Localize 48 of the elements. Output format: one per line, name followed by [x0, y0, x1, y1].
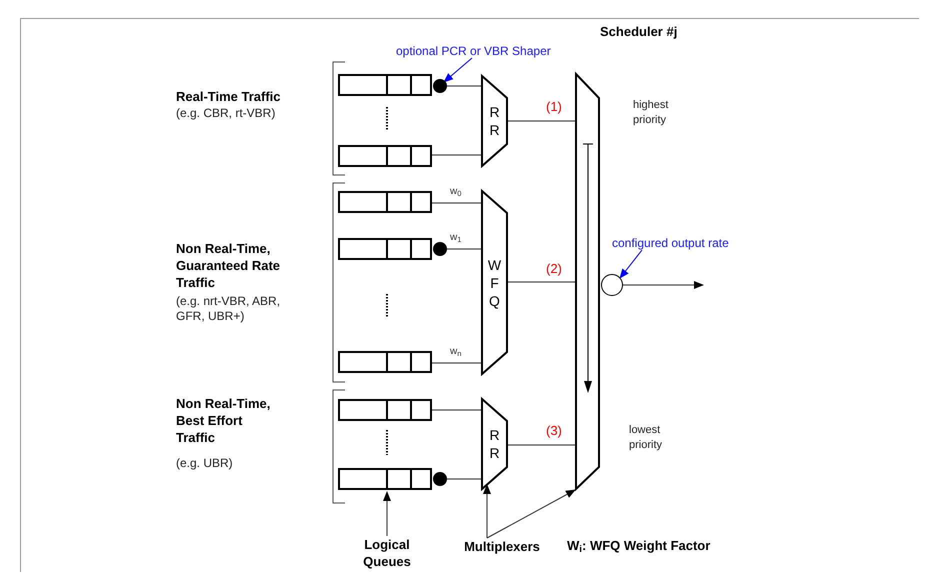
edge-label: (1)	[546, 100, 562, 113]
queue-box	[338, 351, 432, 373]
queue-box	[338, 238, 432, 260]
connector-line	[446, 248, 482, 250]
heading-label: Non Real-Time, Guaranteed Rate Traffic	[176, 240, 282, 291]
heading-label: Non Real-Time, Best Effort Traffic	[176, 395, 272, 446]
connector-line	[508, 120, 576, 122]
note-text: (e.g. nrt-VBR, ABR, GFR, UBR+)	[176, 294, 282, 324]
edge-label: w$_{1}$	[450, 233, 462, 243]
connector-line	[432, 154, 482, 156]
connector-line	[508, 444, 576, 446]
arrow	[483, 484, 491, 538]
note-text: (e.g. UBR)	[176, 456, 234, 471]
leader-arrow	[619, 250, 642, 279]
connector-line	[446, 478, 482, 480]
shaper-dot	[433, 242, 447, 256]
shaper-dot	[433, 472, 447, 486]
leader-arrow	[443, 58, 472, 83]
edge-label: (3)	[546, 424, 562, 437]
edge-label: w$_{n}$	[450, 347, 462, 357]
shaper-dot	[433, 79, 447, 93]
arrow	[383, 491, 391, 536]
callout-label: Logical Queues	[352, 536, 422, 570]
scheduler-multiplexer	[575, 73, 600, 490]
edge-label: w$_{0}$	[450, 187, 462, 197]
note-text: highest priority	[633, 98, 670, 128]
annotation-text: configured output rate	[612, 234, 748, 250]
connector-line	[432, 362, 482, 364]
multiplexer: R R	[481, 75, 508, 167]
edge-label: (2)	[546, 262, 562, 275]
arrow	[622, 281, 704, 289]
arrow	[486, 490, 576, 538]
heading-label: Real-Time Traffic	[176, 88, 282, 105]
callout-label: Multiplexers	[452, 538, 552, 556]
annotation-text: optional PCR or VBR Shaper	[396, 42, 586, 58]
connector-line	[432, 202, 482, 204]
queue-box	[338, 74, 432, 96]
queue-box	[338, 145, 432, 167]
queue-box	[338, 191, 432, 213]
queue-box	[338, 399, 432, 421]
queue-box	[338, 468, 432, 490]
multiplexer: R R	[481, 398, 508, 490]
output-circle	[601, 274, 623, 296]
note-text: lowest priority	[629, 423, 664, 453]
heading-label: Scheduler #j	[600, 23, 678, 40]
multiplexer: W F Q	[481, 190, 508, 375]
note-text: (e.g. CBR, rt-VBR)	[176, 106, 276, 121]
heading-label: W$_{i}$: WFQ Weight Factor	[567, 537, 712, 554]
